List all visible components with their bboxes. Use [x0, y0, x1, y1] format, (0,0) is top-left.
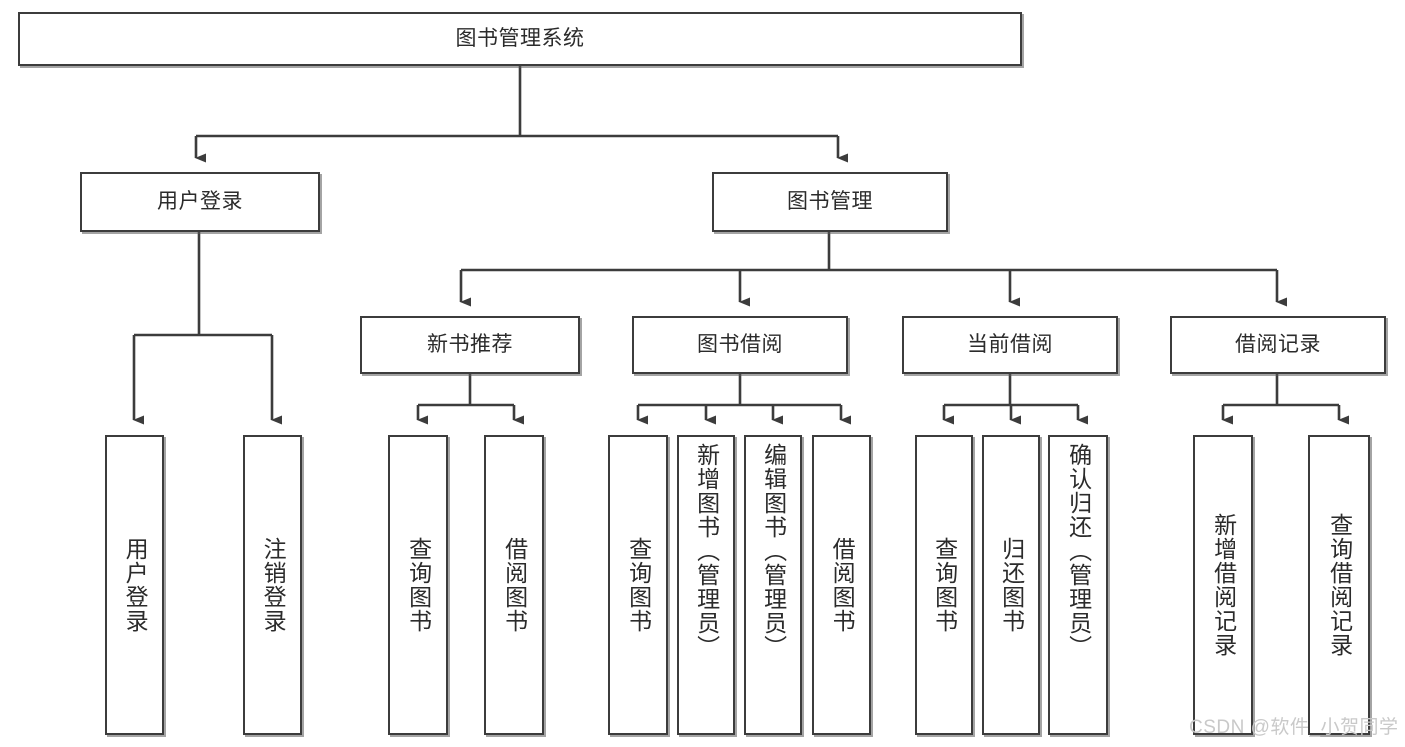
node-user-login-label: 用户登录 [157, 190, 243, 214]
leaf-borrow-book-new[interactable]: 借阅图书 [484, 435, 544, 735]
leaf-borrow-book-label: 借阅图书 [829, 537, 856, 633]
leaf-query-borrow-record[interactable]: 查询借阅记录 [1308, 435, 1370, 735]
leaf-user-login-label: 用户登录 [122, 537, 149, 633]
node-current-borrow[interactable]: 当前借阅 [902, 316, 1118, 374]
leaf-return-book-label: 归还图书 [998, 537, 1025, 633]
leaf-user-login[interactable]: 用户登录 [105, 435, 164, 735]
node-current-borrow-label: 当前借阅 [967, 333, 1053, 357]
leaf-query-book-new-label: 查询图书 [405, 537, 432, 633]
node-book-management-label: 图书管理 [787, 190, 873, 214]
leaf-query-book-new[interactable]: 查询图书 [388, 435, 448, 735]
leaf-edit-book-admin[interactable]: 编辑图书（管理员） [744, 435, 802, 735]
watermark: CSDN @软件_小贺同学 [1189, 717, 1399, 738]
node-root-label: 图书管理系统 [455, 27, 585, 51]
leaf-add-book-admin[interactable]: 新增图书（管理员） [677, 435, 735, 735]
node-new-book-recommend-label: 新书推荐 [427, 333, 513, 357]
leaf-add-book-admin-label: 新增图书（管理员） [693, 443, 720, 659]
leaf-borrow-book[interactable]: 借阅图书 [812, 435, 871, 735]
node-borrow-records[interactable]: 借阅记录 [1170, 316, 1386, 374]
node-book-borrow-label: 图书借阅 [697, 333, 783, 357]
leaf-query-book-current[interactable]: 查询图书 [915, 435, 973, 735]
leaf-confirm-return-admin-label: 确认归还（管理员） [1065, 443, 1092, 659]
leaf-query-book-borrow-label: 查询图书 [625, 537, 652, 633]
leaf-query-book-borrow[interactable]: 查询图书 [608, 435, 668, 735]
leaf-add-borrow-record[interactable]: 新增借阅记录 [1193, 435, 1253, 735]
leaf-query-borrow-record-label: 查询借阅记录 [1326, 513, 1353, 657]
leaf-add-borrow-record-label: 新增借阅记录 [1210, 513, 1237, 657]
node-borrow-records-label: 借阅记录 [1235, 333, 1321, 357]
leaf-confirm-return-admin[interactable]: 确认归还（管理员） [1048, 435, 1108, 735]
node-root[interactable]: 图书管理系统 [18, 12, 1022, 66]
leaf-logout[interactable]: 注销登录 [243, 435, 302, 735]
leaf-return-book[interactable]: 归还图书 [982, 435, 1040, 735]
node-book-borrow[interactable]: 图书借阅 [632, 316, 848, 374]
node-book-management[interactable]: 图书管理 [712, 172, 948, 232]
leaf-logout-label: 注销登录 [260, 537, 287, 633]
leaf-edit-book-admin-label: 编辑图书（管理员） [760, 443, 787, 659]
node-new-book-recommend[interactable]: 新书推荐 [360, 316, 580, 374]
leaf-borrow-book-new-label: 借阅图书 [501, 537, 528, 633]
node-user-login[interactable]: 用户登录 [80, 172, 320, 232]
leaf-query-book-current-label: 查询图书 [931, 537, 958, 633]
